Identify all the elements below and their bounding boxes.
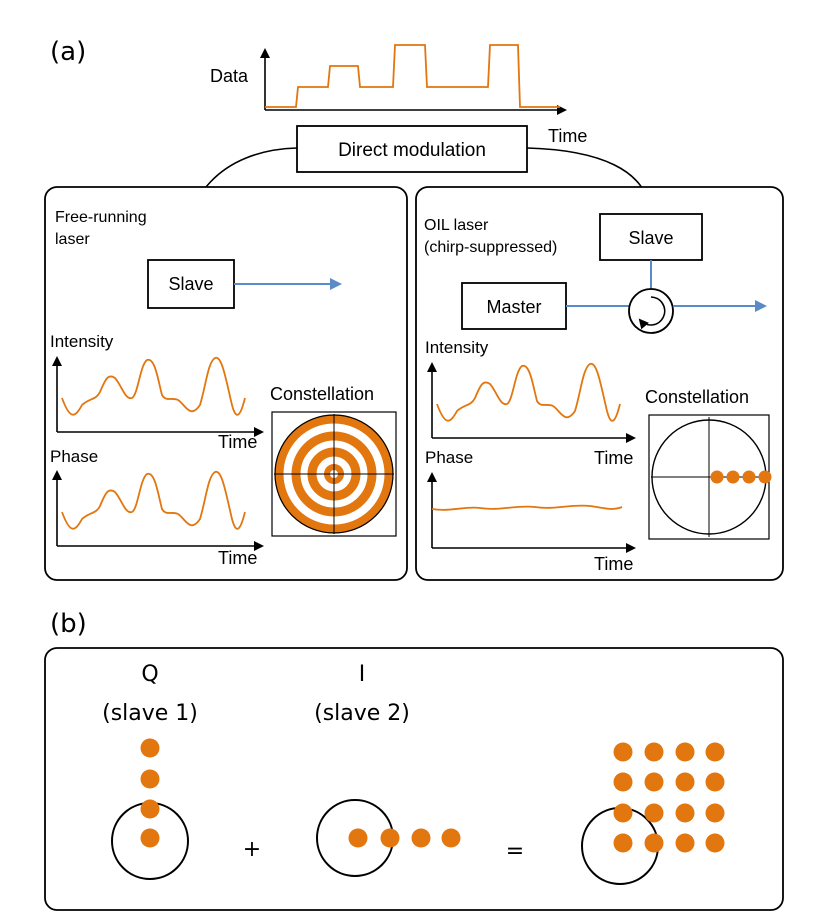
data-waveform-plot: Data Time <box>210 44 587 146</box>
oil-intensity-signal <box>436 363 621 422</box>
fr-phase-signal <box>61 471 246 530</box>
oil-constellation <box>648 414 772 540</box>
qam16-symbol-2 <box>644 742 664 762</box>
oil-symbol-1 <box>710 470 724 484</box>
oil-slave-box <box>599 213 703 261</box>
panel-b-box <box>44 647 784 911</box>
qam16-constellation <box>581 742 725 885</box>
i-symbol-4 <box>441 828 461 848</box>
fr-phase-time-label: Time <box>218 548 257 568</box>
oil-symbol-2 <box>726 470 740 484</box>
free-running-title-1: Free-running <box>55 209 147 226</box>
panel-a-label: (a) <box>50 37 86 67</box>
fr-intensity-label: Intensity <box>50 332 114 351</box>
i-constellation <box>316 799 461 877</box>
oil-master-box <box>461 282 567 330</box>
oil-symbol-3 <box>742 470 756 484</box>
free-running-slave-label: Slave <box>168 274 213 294</box>
qam16-symbol-3 <box>675 742 695 762</box>
qam16-symbol-7 <box>675 772 695 792</box>
fr-intensity-signal <box>61 357 246 416</box>
qam16-symbol-6 <box>644 772 664 792</box>
qam16-symbol-13 <box>613 833 633 853</box>
oil-intensity-label: Intensity <box>425 338 489 357</box>
qam16-symbol-8 <box>705 772 725 792</box>
qam16-symbol-11 <box>675 803 695 823</box>
data-signal <box>265 44 560 108</box>
data-axis-label: Data <box>210 66 249 86</box>
q-symbol-4 <box>140 828 160 848</box>
qam16-symbol-10 <box>644 803 664 823</box>
i-symbol-1 <box>348 828 368 848</box>
oil-constellation-label: Constellation <box>645 387 749 407</box>
q-symbol-3 <box>140 799 160 819</box>
direct-modulation-label: Direct modulation <box>338 140 486 161</box>
oil-symbol-4 <box>758 470 772 484</box>
fr-phase-label: Phase <box>50 447 98 466</box>
equals-sign: = <box>506 839 524 864</box>
fr-constellation <box>271 411 397 537</box>
q-constellation <box>111 738 189 880</box>
q-symbol-1 <box>140 738 160 758</box>
fr-intensity-time-label: Time <box>218 432 257 452</box>
circulator-icon <box>628 288 674 334</box>
i-symbol-2 <box>380 828 400 848</box>
q-symbol-2 <box>140 769 160 789</box>
qam16-symbol-4 <box>705 742 725 762</box>
oil-phase-signal <box>431 504 623 511</box>
qam16-symbol-14 <box>644 833 664 853</box>
i-symbol-3 <box>411 828 431 848</box>
plus-sign: + <box>243 837 261 862</box>
i-label: I <box>359 662 366 687</box>
q-sub-label: (slave 1) <box>102 701 198 726</box>
oil-slave-label: Slave <box>628 228 673 248</box>
oil-intensity-time-label: Time <box>594 448 633 468</box>
oil-title-1: OIL laser <box>424 217 489 234</box>
oil-master-label: Master <box>486 297 541 317</box>
qam16-symbol-5 <box>613 772 633 792</box>
qam16-symbol-1 <box>613 742 633 762</box>
i-sub-label: (slave 2) <box>314 701 410 726</box>
qam16-symbol-12 <box>705 803 725 823</box>
free-running-slave-box <box>147 259 235 309</box>
oil-phase-time-label: Time <box>594 554 633 574</box>
qam16-symbols <box>613 742 725 853</box>
qam16-symbol-9 <box>613 803 633 823</box>
data-time-label: Time <box>548 126 587 146</box>
q-label: Q <box>141 662 158 687</box>
panel-b-label: (b) <box>50 609 87 639</box>
oil-phase-label: Phase <box>425 448 473 467</box>
qam16-symbol-16 <box>705 833 725 853</box>
oil-title-2: (chirp-suppressed) <box>424 239 557 256</box>
free-running-title-2: laser <box>55 231 90 248</box>
qam16-symbol-15 <box>675 833 695 853</box>
direct-modulation-box <box>296 125 528 173</box>
fr-constellation-label: Constellation <box>270 384 374 404</box>
